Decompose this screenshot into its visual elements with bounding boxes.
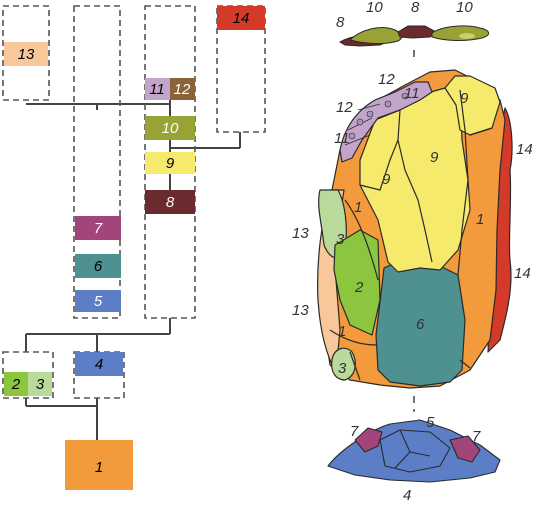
box-8: 8 [145, 190, 195, 214]
label-9b: 9 [430, 149, 439, 166]
label-top-8b: 8 [411, 0, 420, 16]
label-top-8a: 8 [336, 14, 345, 31]
box-13: 13 [4, 42, 48, 66]
artifact-bottom-view [327, 419, 501, 483]
label-11b: 11 [334, 130, 350, 147]
box-2-label: 2 [11, 376, 21, 393]
box-4: 4 [75, 352, 123, 376]
box-6: 6 [75, 254, 121, 278]
label-1c: 1 [338, 323, 346, 340]
label-top-10a: 10 [366, 0, 383, 16]
label-1a: 1 [354, 199, 362, 216]
label-14b: 14 [514, 265, 531, 282]
box-3: 3 [28, 372, 52, 396]
box-3-label: 3 [36, 376, 45, 393]
label-2: 2 [354, 279, 364, 296]
box-14: 14 [217, 6, 265, 30]
box-7: 7 [75, 216, 121, 240]
label-bottom-7a: 7 [350, 423, 359, 440]
box-12: 12 [170, 78, 195, 100]
box-11: 11 [145, 78, 170, 100]
box-1-label: 1 [95, 459, 103, 476]
sequence-tree: 13 11 12 10 9 8 14 7 [2, 5, 266, 490]
label-bottom-5: 5 [426, 414, 435, 431]
artifact-top-view [339, 25, 489, 47]
label-11a: 11 [404, 85, 420, 102]
label-12b: 12 [336, 99, 353, 116]
box-10-label: 10 [162, 120, 179, 137]
box-12-label: 12 [174, 81, 191, 98]
label-12a: 12 [378, 71, 395, 88]
label-top-10b: 10 [456, 0, 473, 16]
label-3a: 3 [336, 231, 345, 248]
box-9-label: 9 [166, 155, 175, 172]
label-9a: 9 [460, 90, 469, 107]
box-10: 10 [145, 116, 195, 140]
box-1: 1 [65, 440, 133, 490]
label-13b: 13 [292, 302, 309, 319]
label-bottom-4: 4 [403, 487, 411, 504]
box-14-label: 14 [233, 10, 250, 27]
label-13a: 13 [292, 225, 309, 242]
box-5-label: 5 [94, 293, 103, 310]
label-1b: 1 [476, 211, 484, 228]
box-6-label: 6 [94, 258, 103, 275]
box-7-label: 7 [94, 220, 103, 237]
label-6: 6 [416, 316, 425, 333]
box-11-label: 11 [149, 81, 165, 98]
label-3b: 3 [338, 360, 347, 377]
label-9c: 9 [382, 171, 391, 188]
artifact-labels: 8 10 8 10 12 11 9 12 11 9 9 14 1 1 13 3 … [292, 0, 533, 504]
box-8-label: 8 [166, 194, 175, 211]
label-14a: 14 [516, 141, 533, 158]
box-5: 5 [75, 290, 121, 312]
box-9: 9 [145, 152, 195, 174]
tree-connectors [25, 100, 241, 440]
box-2: 2 [4, 372, 28, 396]
box-13-label: 13 [18, 46, 35, 63]
box-4-label: 4 [95, 356, 103, 373]
label-bottom-7b: 7 [472, 428, 481, 445]
artifact-front-view [317, 69, 513, 389]
